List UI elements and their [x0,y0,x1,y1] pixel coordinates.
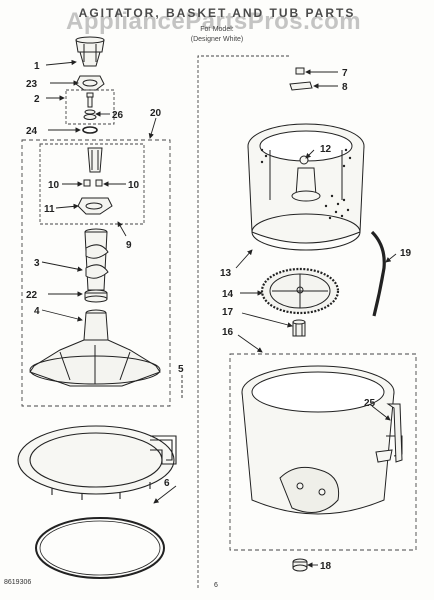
spanner-nut-part [292,319,306,337]
kit-box-16 [229,353,417,551]
diagram-code: 8619306 [4,579,32,586]
callout-4: 4 [34,306,40,317]
kit-box-20 [21,139,171,407]
agitator-dogs-part [77,147,113,215]
diagram-title: AGITATOR, BASKET AND TUB PARTS [78,6,356,20]
callout-2: 2 [34,94,40,105]
callout-3: 3 [34,258,40,269]
tub-gasket-part [35,517,165,579]
callout-18: 18 [320,561,332,572]
kit-box-2 [65,89,115,125]
callout-20: 20 [150,108,162,119]
wash-basket-part [247,123,365,251]
callout-9: 9 [126,240,132,251]
callout-13: 13 [220,268,232,279]
drive-hub-part [260,267,340,315]
agitator-base-part [29,309,161,387]
tub-bearing-part [292,558,308,572]
callout-26: 26 [112,110,124,121]
washer-part [82,126,98,134]
callout-1: 1 [34,61,40,72]
callout-17: 17 [222,307,234,318]
callout-6: 6 [164,478,170,489]
kit-box-9 [39,143,145,225]
tub-ring-part [17,425,177,500]
watermark: AppliancePartsPros.com [66,8,362,35]
callout-12: 12 [320,144,332,155]
callout-labels: 1 23 2 26 24 20 10 10 11 9 3 22 4 5 6 7 … [26,61,412,572]
callout-10-right: 10 [128,180,140,191]
callout-24: 24 [26,126,38,137]
basket-holes [260,148,352,220]
tub-hose-part [386,403,403,463]
bolt-part [83,92,97,120]
callout-10-left: 10 [48,180,60,191]
callout-8: 8 [342,82,348,93]
kit-outline-basket [197,55,290,588]
callout-19: 19 [400,248,412,259]
fill-hose-part [370,230,386,317]
basket-nut-part [289,67,313,91]
callout-14: 14 [222,289,234,300]
model-line: For Model: [200,26,234,33]
page-number: 6 [214,582,218,589]
agitator-auger-part [84,228,109,291]
leader-lines [41,59,397,568]
callout-23: 23 [26,79,38,90]
callout-22: 22 [26,290,38,301]
callout-16: 16 [222,327,234,338]
color-line: (Designer White) [190,36,244,43]
agitator-ring-part [84,289,108,303]
callout-11: 11 [44,204,55,215]
agitator-cap-part [75,36,105,67]
cap-seal-part [75,75,105,91]
callout-5: 5 [178,364,184,375]
callout-25: 25 [364,398,376,409]
callout-7: 7 [342,68,348,79]
outer-tub-part [241,365,403,515]
